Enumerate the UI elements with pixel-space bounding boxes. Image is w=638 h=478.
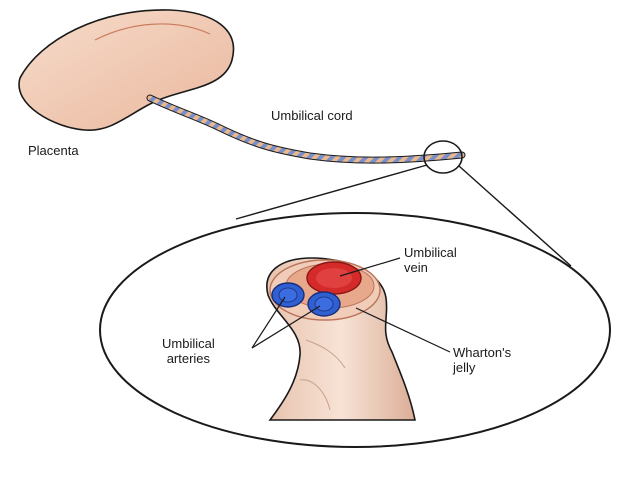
umbilical-cord-strand [146, 94, 466, 164]
whartons-jelly-label-line-2: jelly [453, 360, 476, 375]
magnify-connector-left [235, 164, 428, 220]
umbilical-vein-label-line-1: Umbilical [404, 245, 457, 260]
umbilical-arteries-label: Umbilical arteries [162, 336, 215, 366]
umbilical-vein-label-line-2: vein [404, 260, 428, 275]
artery-leader-line-1 [251, 296, 286, 349]
umbilical-cord-label: Umbilical cord [271, 108, 353, 123]
vein-leader-line [339, 257, 401, 277]
magnify-source-circle [423, 140, 463, 174]
whartons-jelly-label: Wharton's jelly [453, 345, 511, 375]
whartons-jelly-label-line-1: Wharton's [453, 345, 512, 360]
cord-cross-section [266, 257, 416, 421]
umbilical-vein-label: Umbilical vein [404, 245, 457, 275]
umbilical-arteries-label-line-1: Umbilical [162, 336, 215, 351]
jelly-leader-line [355, 307, 451, 353]
placenta-label: Placenta [28, 143, 79, 158]
magnify-connector-right [458, 165, 572, 267]
umbilical-arteries-label-line-2: arteries [166, 351, 211, 366]
artery-leader-line-2 [251, 305, 321, 349]
placenta-shape [18, 9, 235, 131]
